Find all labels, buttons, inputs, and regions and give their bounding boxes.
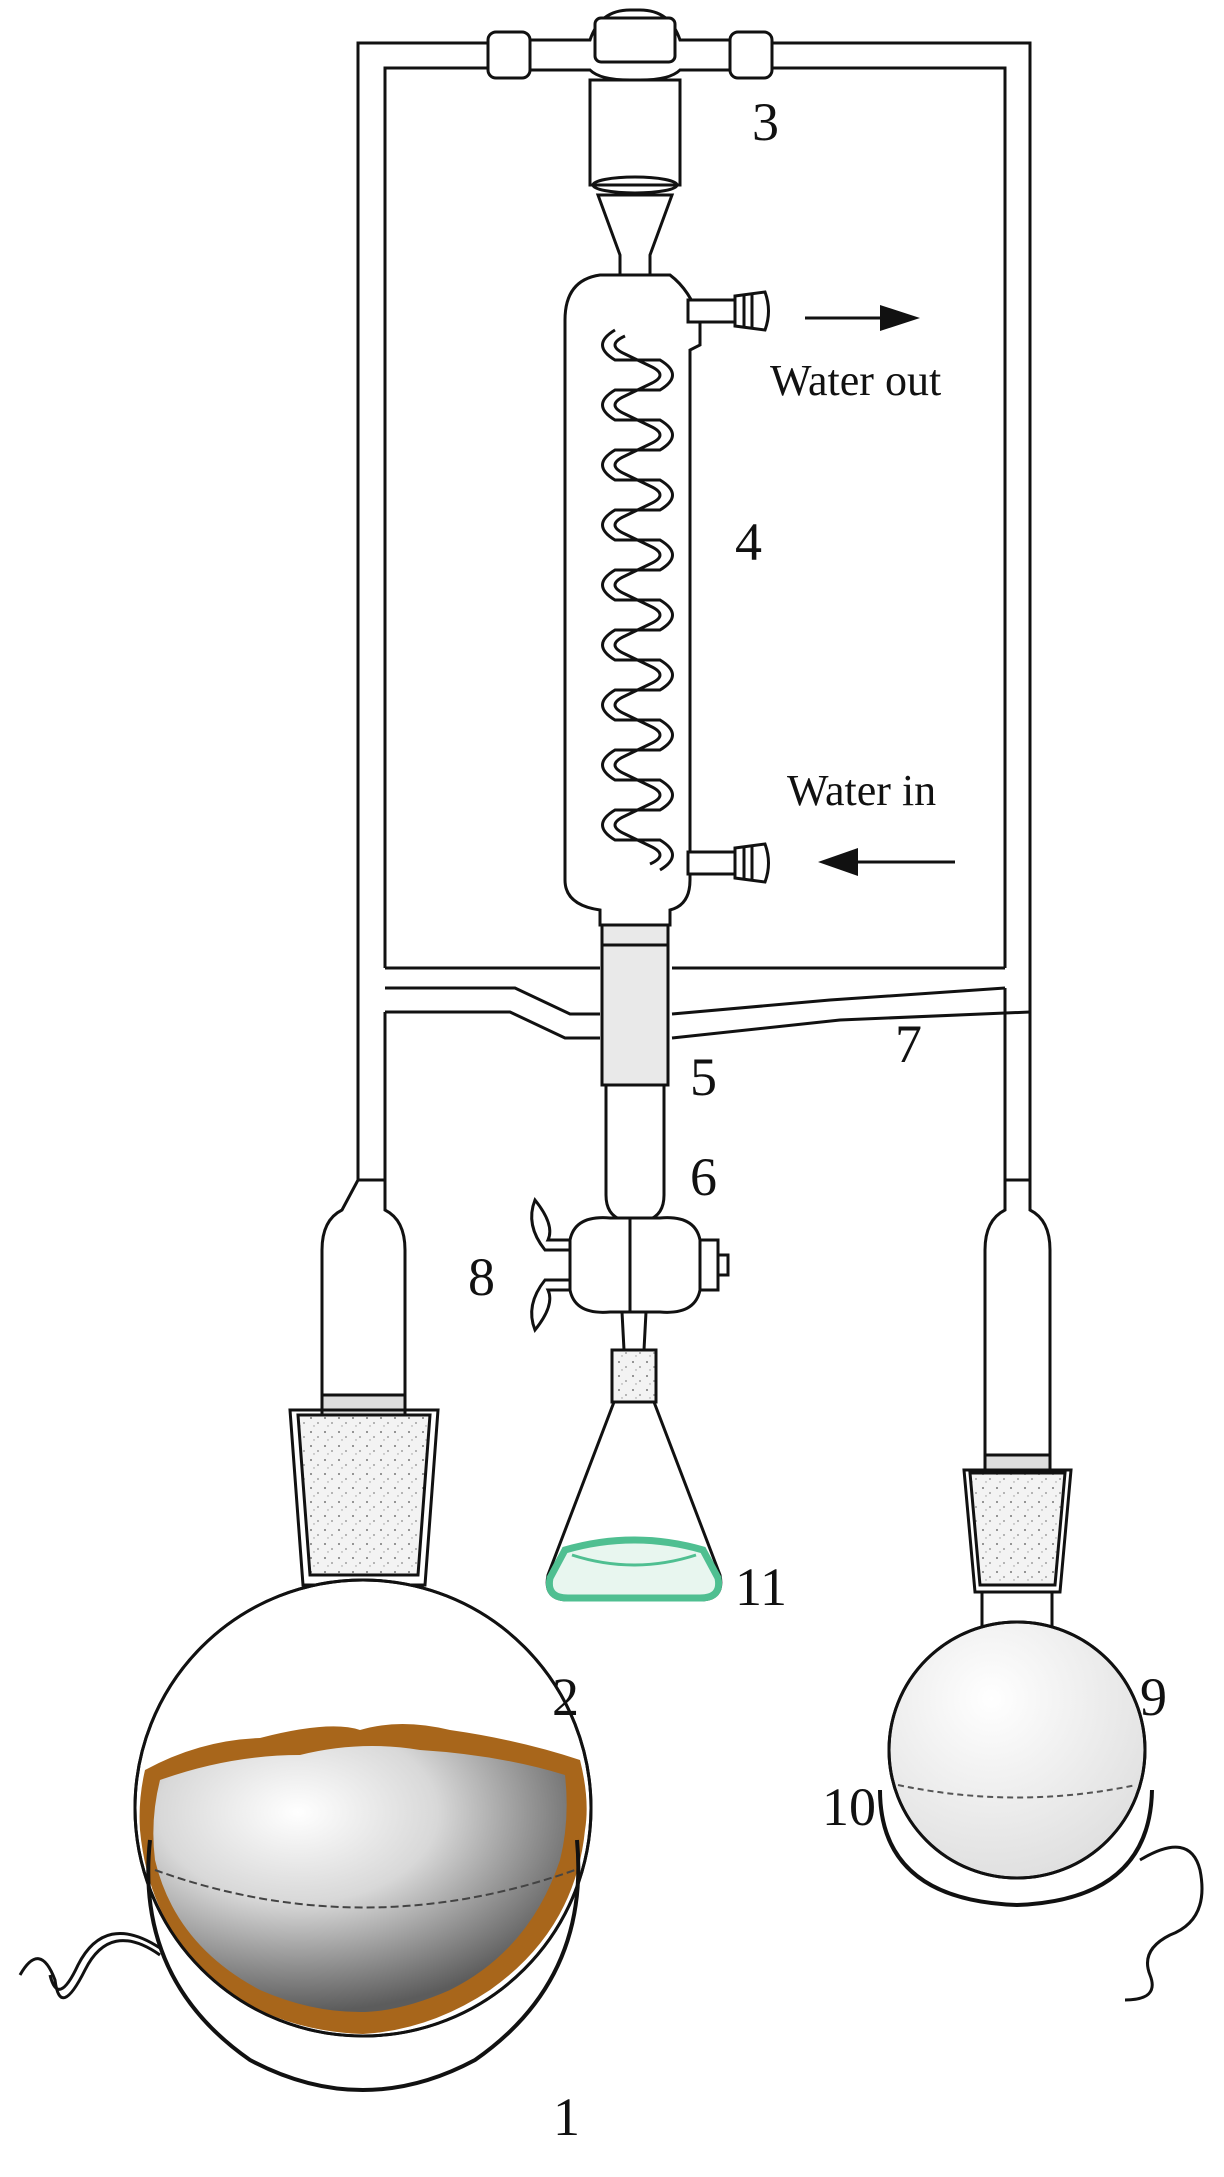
- label-1: 1: [553, 2087, 580, 2147]
- label-4: 4: [735, 512, 762, 572]
- label-9: 9: [1140, 1667, 1167, 1727]
- label-10: 10: [822, 1777, 876, 1837]
- label-6: 6: [690, 1147, 717, 1207]
- receiving-flask: [887, 1178, 1147, 1880]
- label-3: 3: [752, 92, 779, 152]
- boiling-flask: [133, 1178, 593, 2038]
- ground-joint: [600, 923, 670, 1087]
- receiver-tube: [604, 1083, 666, 1222]
- coil-condenser: [563, 193, 770, 927]
- water-out-label: Water out: [770, 356, 941, 405]
- label-8: 8: [468, 1247, 495, 1307]
- right-heater-cord: [1124, 1845, 1204, 2002]
- arrow-left-icon: [818, 848, 955, 876]
- label-5: 5: [690, 1047, 717, 1107]
- right-heating-mantle: [878, 1789, 1204, 2002]
- left-heater-cord: [18, 1939, 161, 2000]
- label-11: 11: [735, 1557, 787, 1617]
- condensate-liquid: [545, 1536, 723, 1602]
- label-7: 7: [895, 1014, 922, 1074]
- water-out-nozzle: [733, 290, 770, 332]
- water-in-nozzle: [733, 842, 770, 884]
- vapour-tubing: [356, 41, 1032, 1180]
- left-heating-mantle: [18, 1839, 581, 2092]
- drain-stopcock: [530, 1197, 730, 1352]
- water-in-label: Water in: [787, 766, 936, 815]
- arrow-right-icon: [805, 305, 920, 331]
- condenser-coil: [601, 328, 674, 872]
- collection-flask: [545, 1348, 723, 1602]
- top-stopcock: [486, 8, 774, 195]
- label-2: 2: [552, 1667, 579, 1727]
